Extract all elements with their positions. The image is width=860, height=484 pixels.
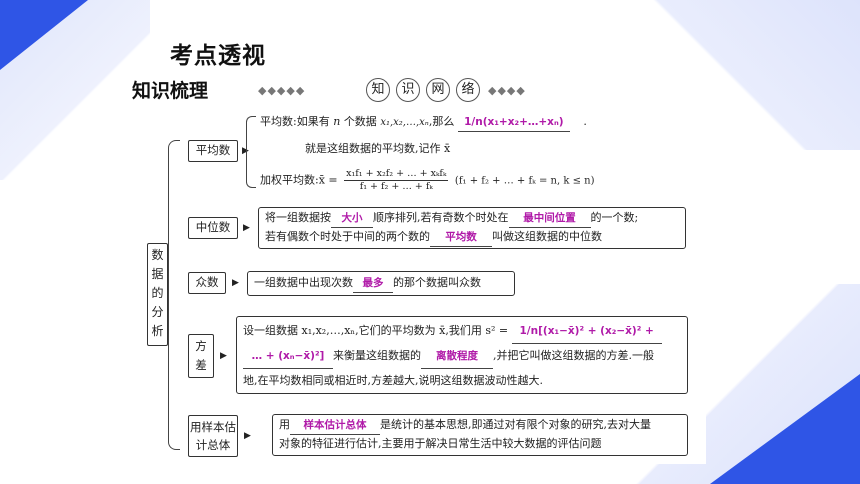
text: ,并把它叫做这组数据的方差.一般 [493,349,654,362]
sample-line-2: 对象的特征进行估计,主要用于解决日常生活中较大数据的评估问题 [279,437,602,450]
root-label-data-analysis: 数 据 的 分 析 [147,243,168,346]
variance-line-1: 设一组数据 x₁,x₂,…,xₙ,它们的平均数为 x̄,我们用 s² = 1/n… [243,319,681,344]
circled-char-4: 络 [456,78,480,102]
label-mode: 众数 [188,272,226,294]
text: 叫做这组数据的中位数 [492,230,602,243]
circled-char-3: 网 [426,78,450,102]
root-char: 据 [151,267,164,281]
text: 顺序排列,若有奇数个时处在 [373,211,509,224]
section-title: 知识梳理 [132,80,209,102]
median-definition-box: 将一组数据按大小顺序排列,若有奇数个时处在最中间位置的一个数; 若有偶数个时处于… [258,207,686,249]
root-char: 数 [151,248,164,262]
text: 一组数据中出现次数 [254,276,353,289]
text: n [333,115,341,128]
label-variance: 方 差 [188,334,214,378]
left-arrow-row-icon: ◆◆◆◆◆ [258,84,306,97]
mode-definition-box: 一组数据中出现次数最多的那个数据叫众数 [247,271,515,296]
text: 是统计的基本思想,即通过对有限个对象的研究,去对大量 [380,418,651,431]
mean-definition-line: 平均数:如果有 n 个数据 x₁,x₂,…,xₙ,那么 1/n(x₁+x₂+…+… [260,113,587,132]
arrow-right-icon: ▶ [232,278,239,288]
text: 设一组数据 x₁,x₂,…,xₙ,它们的平均数为 x̄,我们用 s² = [243,324,509,337]
content-panel [131,74,706,464]
text: 用 [279,418,290,431]
text: 的一个数; [590,211,639,224]
root-char: 析 [151,324,164,338]
background-triangle-bottom-right [710,374,860,484]
variance-definition-box: 设一组数据 x₁,x₂,…,xₙ,它们的平均数为 x̄,我们用 s² = 1/n… [236,316,688,394]
knowledge-network-header: ◆◆◆◆◆ 知 识 网 络 ◆◆◆◆ [258,78,548,102]
median-line-1: 将一组数据按大小顺序排列,若有奇数个时处在最中间位置的一个数; [265,209,679,228]
text: 个数据 [343,115,377,128]
answer-variance-formula-part-1: 1/n[(x₁−x̄)² + (x₂−x̄)² + [511,320,662,344]
sample-line-1: 用样本估计总体是统计的基本思想,即通过对有限个对象的研究,去对大量 [279,416,681,435]
weighted-mean-line: 加权平均数:x̄ = x₁f₁ + x₂f₂ + … + xₖfₖ f₁ + f… [260,168,594,193]
answer-average: 平均数 [430,228,492,247]
fraction-numerator: x₁f₁ + x₂f₂ + … + xₖfₖ [344,168,449,181]
root-char: 的 [151,286,164,300]
fraction-denominator: f₁ + f₂ + … + fₖ [359,181,433,192]
answer-variance-formula-part-2: … + (xₙ−x̄)²] [243,345,333,369]
main-bracket [168,140,180,450]
text: (f₁ + f₂ + … + fₖ = n, k ≤ n) [454,175,595,187]
mean-notation-line: 就是这组数据的平均数,记作 x̄ [305,142,451,155]
text: 方 [195,339,207,353]
text: 平均数:如果有 [260,115,330,128]
median-line-2: 若有偶数个时处于中间的两个数的平均数叫做这组数据的中位数 [265,228,679,247]
answer-size-order: 大小 [331,209,373,228]
answer-dispersion: 离散程度 [421,345,493,369]
text: 若有偶数个时处于中间的两个数的 [265,230,430,243]
arrow-right-icon: ▶ [220,351,227,361]
text: 的那个数据叫众数 [393,276,481,289]
circled-char-1: 知 [366,78,390,102]
root-char: 分 [151,305,164,319]
weighted-fraction: x₁f₁ + x₂f₂ + … + xₖfₖ f₁ + f₂ + … + fₖ [344,168,449,193]
answer-middle-position: 最中间位置 [508,209,591,228]
text: 用样本估 [190,420,236,434]
answer-most: 最多 [353,274,393,293]
answer-mean-formula: 1/n(x₁+x₂+…+xₙ) [457,113,570,132]
text: 将一组数据按 [265,211,331,224]
text: ,那么 [428,115,455,128]
sample-definition-box: 用样本估计总体是统计的基本思想,即通过对有限个对象的研究,去对大量 对象的特征进… [272,414,688,456]
text: . [583,115,587,128]
arrow-right-icon: ▶ [243,223,250,233]
right-arrow-row-icon: ◆◆◆◆ [488,84,526,97]
label-sample-estimation: 用样本估 计总体 [188,415,238,457]
label-mean: 平均数 [188,140,238,162]
answer-sample-estimates-population: 样本估计总体 [290,416,380,435]
text: 差 [195,358,207,372]
text: x₁,x₂,…,xₙ [380,117,429,128]
circled-char-2: 识 [396,78,420,102]
label-median: 中位数 [188,217,238,239]
text: 加权平均数:x̄ = [260,173,338,187]
mean-bracket [246,116,256,188]
page-title: 考点透视 [170,43,266,69]
variance-line-3: 地,在平均数相同或相近时,方差越大,说明这组数据波动性越大. [243,374,543,387]
arrow-right-icon: ▶ [244,431,251,441]
arrow-right-icon: ▶ [242,146,249,156]
text: 计总体 [195,438,231,452]
background-triangle-top-left [0,0,88,70]
text: 来衡量这组数据的 [333,349,421,362]
variance-line-2: … + (xₙ−x̄)²]来衡量这组数据的离散程度,并把它叫做这组数据的方差.一… [243,344,681,369]
